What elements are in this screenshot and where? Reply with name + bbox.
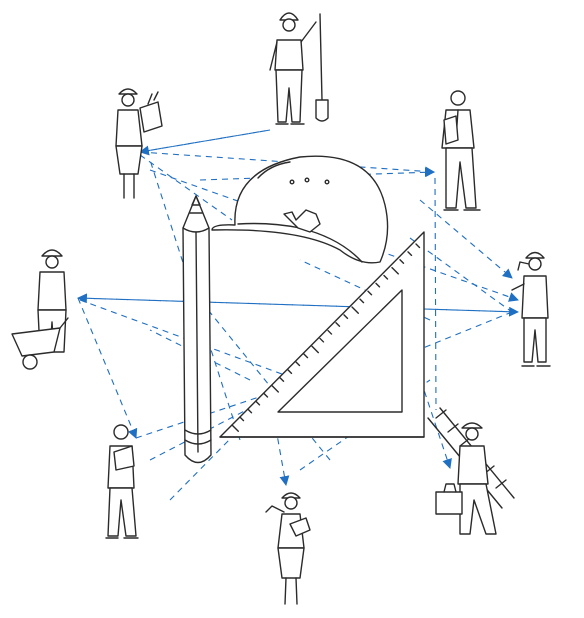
connector-line [77, 297, 138, 439]
female-engineer-with-plans-icon [265, 492, 311, 605]
female-engineer-with-clipboard-icon [115, 88, 163, 199]
ruler-tick [343, 314, 349, 320]
engineer-on-phone-icon [511, 251, 551, 367]
connector-line [135, 389, 281, 439]
connector-line [169, 249, 417, 501]
connector-line [409, 237, 513, 313]
ruler-tick [239, 416, 245, 422]
ruler-tick [279, 377, 285, 382]
ruler-tick [319, 337, 325, 343]
ruler-tick [335, 321, 341, 327]
connector-line [434, 177, 437, 411]
ruler-tick [359, 298, 365, 304]
ruler-tick [351, 306, 359, 314]
businessman-with-folder-icon [441, 90, 481, 211]
set-square-icon [219, 231, 425, 438]
connector-line [413, 359, 452, 469]
ruler-tick [303, 353, 309, 359]
ruler-tick [287, 369, 293, 375]
worker-with-wheelbarrow-icon [11, 249, 69, 370]
ruler-tick [391, 266, 399, 275]
hard-hat-icon [211, 155, 389, 264]
pencil-icon [182, 195, 212, 464]
ruler-tick [231, 424, 240, 432]
ruler-tick [399, 259, 405, 264]
businesswoman-with-tablet-icon [105, 424, 139, 539]
ruler-tick [415, 243, 421, 249]
ruler-tick [327, 329, 333, 335]
ruler-tick [295, 361, 301, 367]
ruler-tick [407, 251, 413, 257]
construction-worker-with-shovel-icon [269, 12, 329, 125]
ruler-tick [271, 384, 279, 393]
ruler-tick [263, 392, 269, 398]
ruler-tick [311, 345, 319, 354]
ruler-tick [375, 282, 381, 288]
connector-line [77, 293, 519, 313]
ruler-tick [383, 274, 389, 280]
worker-with-ladder-and-toolbox-icon [427, 407, 515, 535]
ruler-tick [247, 408, 253, 414]
connector-line [139, 154, 233, 221]
ruler-tick [255, 400, 261, 406]
ruler-tick [367, 290, 373, 296]
connector-line [419, 199, 513, 279]
